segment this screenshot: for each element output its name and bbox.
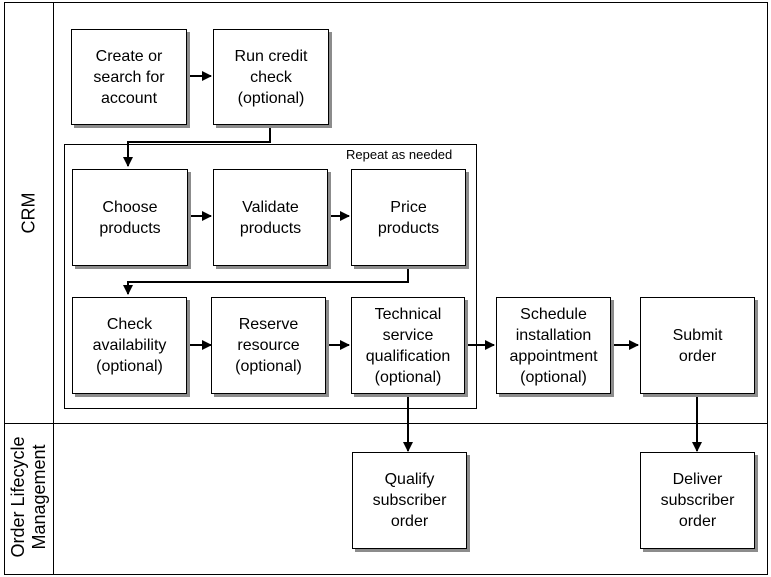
step-text: (optional) — [520, 368, 587, 386]
step-text: search for — [93, 68, 165, 86]
step-text: Check — [106, 316, 153, 333]
step-text: Create or — [95, 47, 163, 65]
step-text: products — [377, 219, 440, 237]
step-text: account — [100, 89, 158, 107]
lane-label-line: Management — [29, 444, 49, 550]
lane-label-order-lifecycle-management: Order Lifecycle Management — [8, 436, 50, 557]
step-submit-order: Submit order — [640, 297, 755, 394]
step-price-products: Price products — [351, 169, 466, 266]
step-deliver-subscriber-order: Deliver subscriber order — [640, 452, 755, 549]
step-text: order — [390, 513, 429, 530]
step-text: (optional) — [235, 358, 302, 375]
lane-label-line: CRM — [18, 192, 39, 234]
repeat-group-label: Repeat as needed — [346, 147, 453, 162]
step-text: resource — [237, 337, 300, 354]
step-check-availability: Check availability (optional) — [72, 297, 187, 394]
step-text: service — [382, 326, 434, 344]
swimlane-frame — [4, 2, 768, 575]
step-technical-service-qualification: Technical service qualification (optiona… — [351, 297, 465, 394]
step-text: qualification — [365, 347, 451, 365]
step-text: products — [239, 219, 302, 237]
step-text: order — [678, 513, 717, 530]
step-text: Technical — [374, 305, 442, 323]
step-text: subscriber — [372, 492, 447, 509]
arrow-price-to-availability — [123, 266, 409, 295]
step-text: Run credit — [234, 47, 308, 65]
step-text: products — [99, 219, 161, 237]
step-text: (optional) — [374, 368, 442, 386]
step-text: installation — [515, 326, 592, 344]
step-schedule-installation: Schedule installation appointment (optio… — [496, 297, 611, 394]
step-text: Validate — [242, 198, 299, 216]
lane-label-crm: CRM — [19, 193, 40, 234]
step-text: subscriber — [660, 492, 735, 509]
repeat-group-frame — [64, 144, 477, 409]
step-text: availability — [92, 337, 167, 354]
step-text: (optional) — [96, 358, 163, 375]
step-text: (optional) — [237, 89, 305, 107]
step-text: Submit — [672, 326, 723, 344]
step-text: appointment — [509, 347, 598, 365]
step-run-credit-check: Run credit check (optional) — [213, 29, 329, 125]
step-qualify-subscriber-order: Qualify subscriber order — [352, 452, 467, 549]
step-text: Schedule — [520, 305, 587, 323]
step-create-account: Create or search for account — [71, 29, 187, 125]
step-choose-products: Choose products — [72, 169, 188, 266]
lane-label-line: Order Lifecycle — [8, 436, 28, 558]
step-text: order — [678, 347, 717, 365]
step-text: Qualify — [384, 471, 435, 488]
step-reserve-resource: Reserve resource (optional) — [211, 297, 326, 394]
step-text: Choose — [102, 198, 158, 216]
step-text: Price — [390, 198, 427, 216]
step-text: Deliver — [672, 471, 723, 488]
arrow-credit-to-choose — [123, 124, 271, 167]
step-validate-products: Validate products — [213, 169, 328, 266]
step-text: Reserve — [238, 316, 299, 333]
step-text: check — [250, 68, 292, 86]
